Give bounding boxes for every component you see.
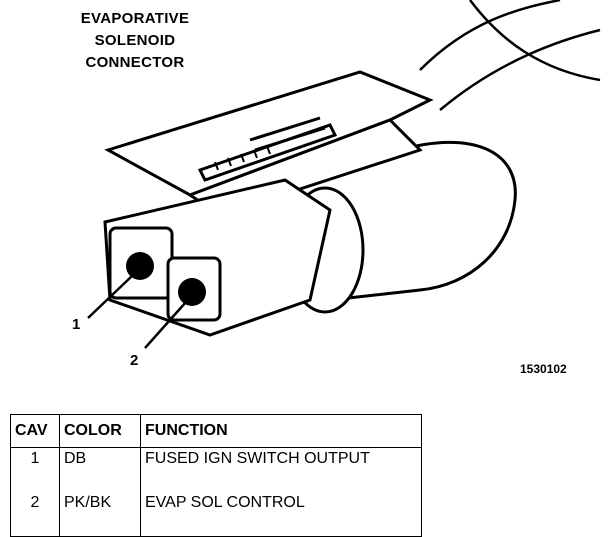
header-color: COLOR xyxy=(59,414,141,448)
cell-cav: 2 xyxy=(10,492,60,537)
callout-2: 2 xyxy=(130,352,139,369)
table-header-row: CAV COLOR FUNCTION xyxy=(10,414,422,448)
title-line-3: CONNECTOR xyxy=(85,54,185,71)
header-function: FUNCTION xyxy=(140,414,422,448)
cell-function: EVAP SOL CONTROL xyxy=(140,492,422,537)
cell-cav: 1 xyxy=(10,447,60,492)
cavity-2 xyxy=(178,278,206,306)
table-row: 1 DB FUSED IGN SWITCH OUTPUT xyxy=(10,447,422,492)
cell-color: DB xyxy=(59,447,141,492)
title-line-2: SOLENOID xyxy=(94,32,176,49)
cell-function: FUSED IGN SWITCH OUTPUT xyxy=(140,447,422,492)
header-cav: CAV xyxy=(10,414,60,448)
title-line-1: EVAPORATIVE xyxy=(80,10,190,27)
figure-id: 1530102 xyxy=(520,362,567,376)
diagram-title: EVAPORATIVE SOLENOID CONNECTOR xyxy=(40,8,230,74)
callout-leaders xyxy=(87,275,187,349)
cavity-1 xyxy=(126,252,154,280)
connector-drawing xyxy=(87,0,601,349)
table-row: 2 PK/BK EVAP SOL CONTROL xyxy=(10,492,422,537)
pinout-table: CAV COLOR FUNCTION 1 DB FUSED IGN SWITCH… xyxy=(10,414,422,537)
wires xyxy=(419,0,601,111)
cell-color: PK/BK xyxy=(59,492,141,537)
callout-1: 1 xyxy=(72,316,81,333)
latch-ribs xyxy=(214,145,271,171)
